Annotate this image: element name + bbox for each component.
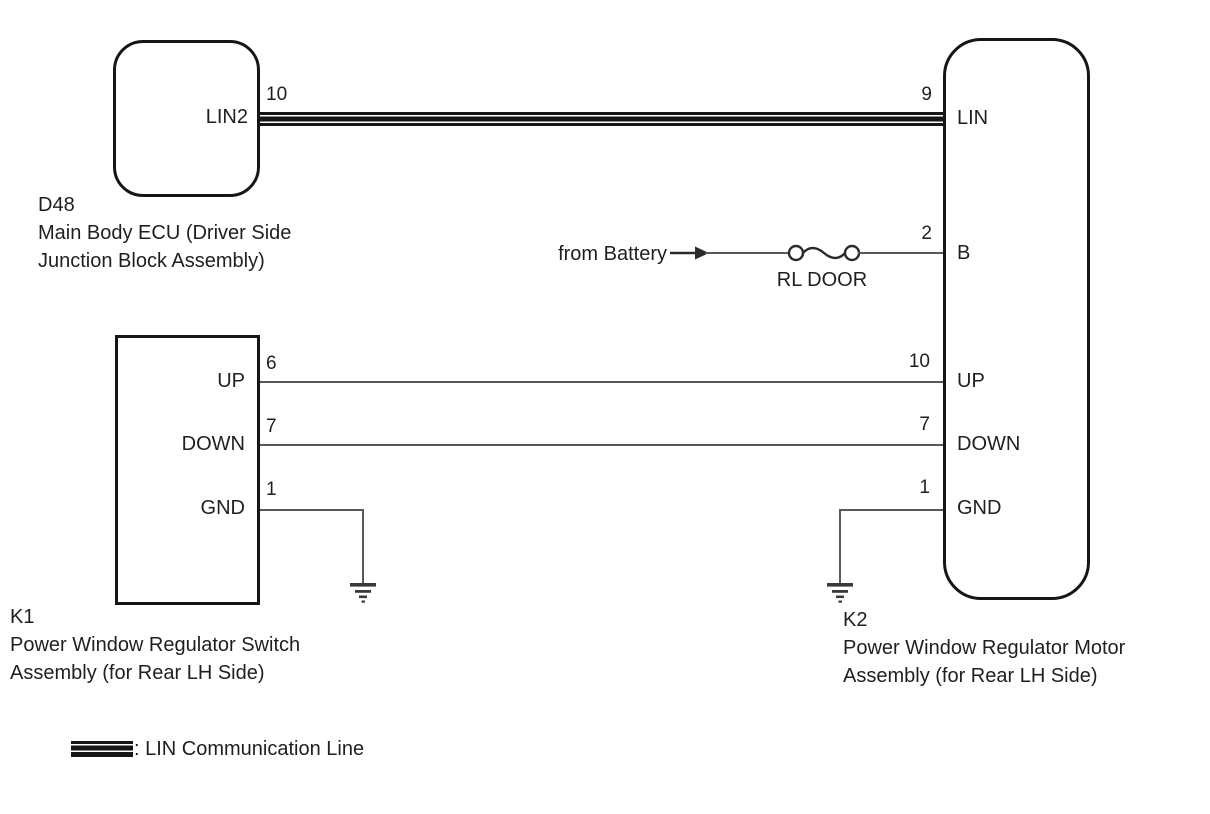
k2-pin-number-lin: 9 — [921, 84, 932, 105]
k1-pin-label-gnd: GND — [200, 497, 245, 519]
wire-battery-left — [705, 252, 790, 254]
k2-pin-number-gnd: 1 — [919, 477, 930, 498]
k2-code: K2 — [843, 609, 868, 631]
battery-arrow-icon — [670, 246, 709, 260]
ground-icon-k1 — [350, 583, 376, 603]
k2-name-line2: Assembly (for Rear LH Side) — [843, 665, 1098, 687]
k2-pin-label-lin: LIN — [957, 107, 989, 129]
k2-pin-number-b: 2 — [921, 223, 932, 244]
wire-k2-gnd — [840, 509, 943, 511]
k1-pin-number-down: 7 — [266, 416, 277, 437]
wire-k1-gnd-drop — [362, 509, 364, 583]
d48-pin-number-10: 10 — [266, 84, 288, 105]
fuse-icon — [787, 244, 861, 262]
k1-pin-label-up: UP — [217, 370, 245, 392]
from-battery-label: from Battery — [558, 243, 667, 265]
k1-caption: K1 Power Window Regulator Switch Assembl… — [10, 603, 300, 687]
k1-pin-number-gnd: 1 — [266, 479, 277, 500]
d48-name-line2: Junction Block Assembly) — [38, 250, 265, 272]
k1-pin-number-up: 6 — [266, 353, 277, 374]
wire-k1-gnd — [260, 509, 364, 511]
d48-code: D48 — [38, 194, 75, 216]
k2-pin-label-gnd: GND — [957, 497, 1002, 519]
lin-communication-line — [260, 112, 943, 126]
k1-name-line1: Power Window Regulator Switch — [10, 634, 301, 656]
k2-pin-label-down: DOWN — [957, 433, 1021, 455]
k1-name-line2: Assembly (for Rear LH Side) — [10, 662, 265, 684]
d48-pin-label-lin2: LIN2 — [205, 106, 248, 128]
d48-name-line1: Main Body ECU (Driver Side — [38, 222, 292, 244]
k1-code: K1 — [10, 606, 35, 628]
k2-pin-number-down: 7 — [919, 414, 930, 435]
wire-down — [260, 444, 943, 446]
k2-caption: K2 Power Window Regulator Motor Assembly… — [843, 606, 1125, 690]
k2-pin-label-b: B — [957, 242, 971, 264]
component-box-d48 — [113, 40, 260, 197]
component-box-k1 — [115, 335, 260, 605]
k2-pin-label-up: UP — [957, 370, 985, 392]
ground-icon-k2 — [827, 583, 853, 603]
legend-lin-line-swatch — [71, 741, 133, 757]
fuse-label-rl-door: RL DOOR — [776, 269, 868, 291]
wire-up — [260, 381, 943, 383]
k2-name-line1: Power Window Regulator Motor — [843, 637, 1126, 659]
d48-caption: D48 Main Body ECU (Driver Side Junction … — [38, 191, 291, 275]
k1-pin-label-down: DOWN — [181, 433, 245, 455]
k2-pin-number-up: 10 — [908, 351, 930, 372]
component-box-k2 — [943, 38, 1090, 600]
wire-k2-gnd-drop — [839, 509, 841, 583]
wire-battery-right — [858, 252, 943, 254]
legend-label: : LIN Communication Line — [134, 738, 365, 760]
